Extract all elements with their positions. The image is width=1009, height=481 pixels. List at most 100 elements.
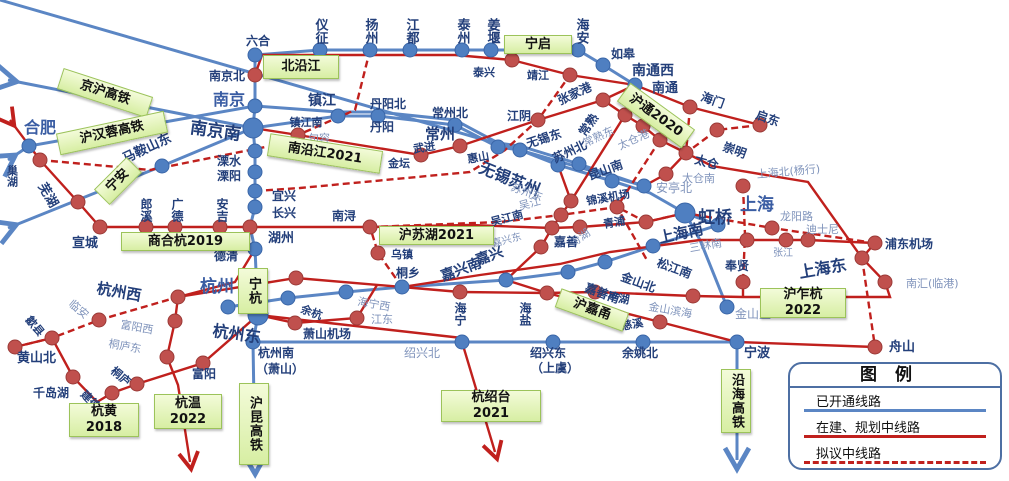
station-node-taicangnan[interactable] <box>658 166 674 182</box>
station-node-hangzhou[interactable] <box>220 299 236 315</box>
station-node-shanghainan[interactable] <box>710 217 726 233</box>
station-node-wujiangnan[interactable] <box>544 220 560 236</box>
station-node-liuhe[interactable] <box>247 47 263 63</box>
station-node-shanghaidong[interactable] <box>854 250 870 266</box>
station-node-jiangdu[interactable] <box>402 42 418 58</box>
station-node-yixing[interactable] <box>247 183 263 199</box>
station-label-yizheng: 仪征 <box>313 18 330 45</box>
station-node-suzhoubei[interactable] <box>571 156 587 172</box>
station-node-taixing[interactable] <box>504 52 520 68</box>
station-node-antingbei[interactable] <box>636 178 652 194</box>
station-node-huangshanbei[interactable] <box>7 339 23 355</box>
station-label-jingjiang: 靖江 <box>527 68 549 82</box>
station-node-jinshanbei[interactable] <box>597 254 613 270</box>
station-node-jiangyin[interactable] <box>530 112 546 128</box>
station-node-haiyan[interactable] <box>539 285 555 301</box>
station-node-jiangyan[interactable] <box>483 42 499 58</box>
station-node-cixi[interactable] <box>652 314 668 330</box>
station-node-ningbo[interactable] <box>729 334 745 350</box>
station-node-qidong[interactable] <box>752 117 768 133</box>
station-node-shaoxingbei[interactable] <box>454 334 470 350</box>
station-node-yangzhou[interactable] <box>362 42 378 58</box>
station-node-lishui[interactable] <box>247 143 263 159</box>
station-node-pudongairport[interactable] <box>867 235 883 251</box>
station-node-haian[interactable] <box>570 42 586 58</box>
station-node-deqing[interactable] <box>247 241 263 257</box>
station-node-wujin[interactable] <box>452 138 468 154</box>
station-node-jinshanbinhai[interactable] <box>685 288 701 304</box>
station-node-haimen[interactable] <box>682 99 698 115</box>
station-node-shanghaibei[interactable] <box>735 178 751 194</box>
station-node-changzhoubei[interactable] <box>447 117 463 133</box>
station-node-jiaxingdong[interactable] <box>533 239 549 255</box>
station-node-chaohu[interactable] <box>32 152 48 168</box>
station-node-huishan[interactable] <box>490 139 506 155</box>
station-node-jiaxingnan[interactable] <box>498 272 514 288</box>
station-node-suzhoudong[interactable] <box>563 193 579 209</box>
station-node-pinghu[interactable] <box>587 284 603 300</box>
station-label-jintan: 金坛 <box>387 156 410 170</box>
station-node-fuyang[interactable] <box>195 355 211 371</box>
station-node-longyanglu[interactable] <box>764 220 780 236</box>
station-node-linping[interactable] <box>280 290 296 306</box>
station-node-fuyangxi[interactable] <box>167 313 183 329</box>
proposed-rail-line <box>860 257 877 348</box>
station-node-hangzhouxi[interactable] <box>170 289 186 305</box>
station-node-zhangjiagang[interactable] <box>595 92 611 108</box>
station-node-liyang[interactable] <box>247 164 263 180</box>
station-node-taizhou[interactable] <box>454 42 470 58</box>
station-node-jinxiairport[interactable] <box>609 199 625 215</box>
station-node-rugao[interactable] <box>595 57 611 73</box>
station-node-nanxun[interactable] <box>362 219 378 235</box>
station-node-zhenjiangnan[interactable] <box>330 108 346 124</box>
station-node-fenhu[interactable] <box>572 219 588 235</box>
station-node-yuyaobei[interactable] <box>635 334 651 350</box>
station-node-songjiangnan[interactable] <box>645 238 661 254</box>
station-node-linpingred[interactable] <box>288 270 304 286</box>
station-node-zhangjiangst[interactable] <box>778 232 794 248</box>
station-node-tongxiang[interactable] <box>394 279 410 295</box>
station-node-nanjingnan[interactable] <box>242 117 264 139</box>
station-node-changxing[interactable] <box>247 199 263 215</box>
station-node-nanjing[interactable] <box>247 98 263 114</box>
station-node-jingjiang[interactable] <box>562 67 578 83</box>
station-node-tongludong[interactable] <box>159 349 175 365</box>
station-node-xiaoshanairport[interactable] <box>287 315 303 331</box>
station-node-sanlinnan[interactable] <box>739 232 755 248</box>
station-node-yuhang[interactable] <box>338 284 354 300</box>
station-node-shexian[interactable] <box>44 330 60 346</box>
station-node-shaoxingdong[interactable] <box>545 334 561 350</box>
station-node-wuhu[interactable] <box>70 194 86 210</box>
station-node-changshu[interactable] <box>617 107 633 123</box>
station-node-zhoushan[interactable] <box>867 339 883 355</box>
station-node-qiandaohu[interactable] <box>65 369 81 385</box>
station-node-jiangdong[interactable] <box>349 310 365 326</box>
station-node-tonglu[interactable] <box>129 376 145 392</box>
station-node-jintan[interactable] <box>413 147 429 163</box>
station-node-hangzhounan[interactable] <box>245 334 261 350</box>
station-node-wuzhen[interactable] <box>370 245 386 261</box>
station-node-huzhou[interactable] <box>242 219 258 235</box>
station-node-hefei[interactable] <box>21 138 37 154</box>
station-node-nanhui[interactable] <box>877 274 893 290</box>
station-node-disney[interactable] <box>800 232 816 248</box>
station-node-wujiang[interactable] <box>553 207 569 223</box>
station-node-jiashannan[interactable] <box>560 264 576 280</box>
station-label-jiaxingdong: 嘉兴东 <box>490 230 522 250</box>
station-node-nanjingbei[interactable] <box>247 67 263 83</box>
station-node-danyangbei[interactable] <box>370 108 386 124</box>
station-node-fengxian[interactable] <box>735 274 751 290</box>
station-node-jiandedong[interactable] <box>104 385 120 401</box>
station-node-wuxidong[interactable] <box>512 142 528 158</box>
station-node-suzhou[interactable] <box>550 157 566 173</box>
station-node-jinshanwei[interactable] <box>719 299 735 315</box>
station-node-maanshandong[interactable] <box>154 158 170 174</box>
station-node-linan[interactable] <box>91 312 107 328</box>
station-node-haining[interactable] <box>452 284 468 300</box>
station-node-kunshannan[interactable] <box>604 173 620 189</box>
station-node-xuancheng[interactable] <box>92 219 108 235</box>
station-node-qingpu[interactable] <box>638 214 654 230</box>
station-node-taicang[interactable] <box>678 145 694 161</box>
station-node-chongming[interactable] <box>709 122 725 138</box>
station-node-hongqiao[interactable] <box>674 202 696 224</box>
